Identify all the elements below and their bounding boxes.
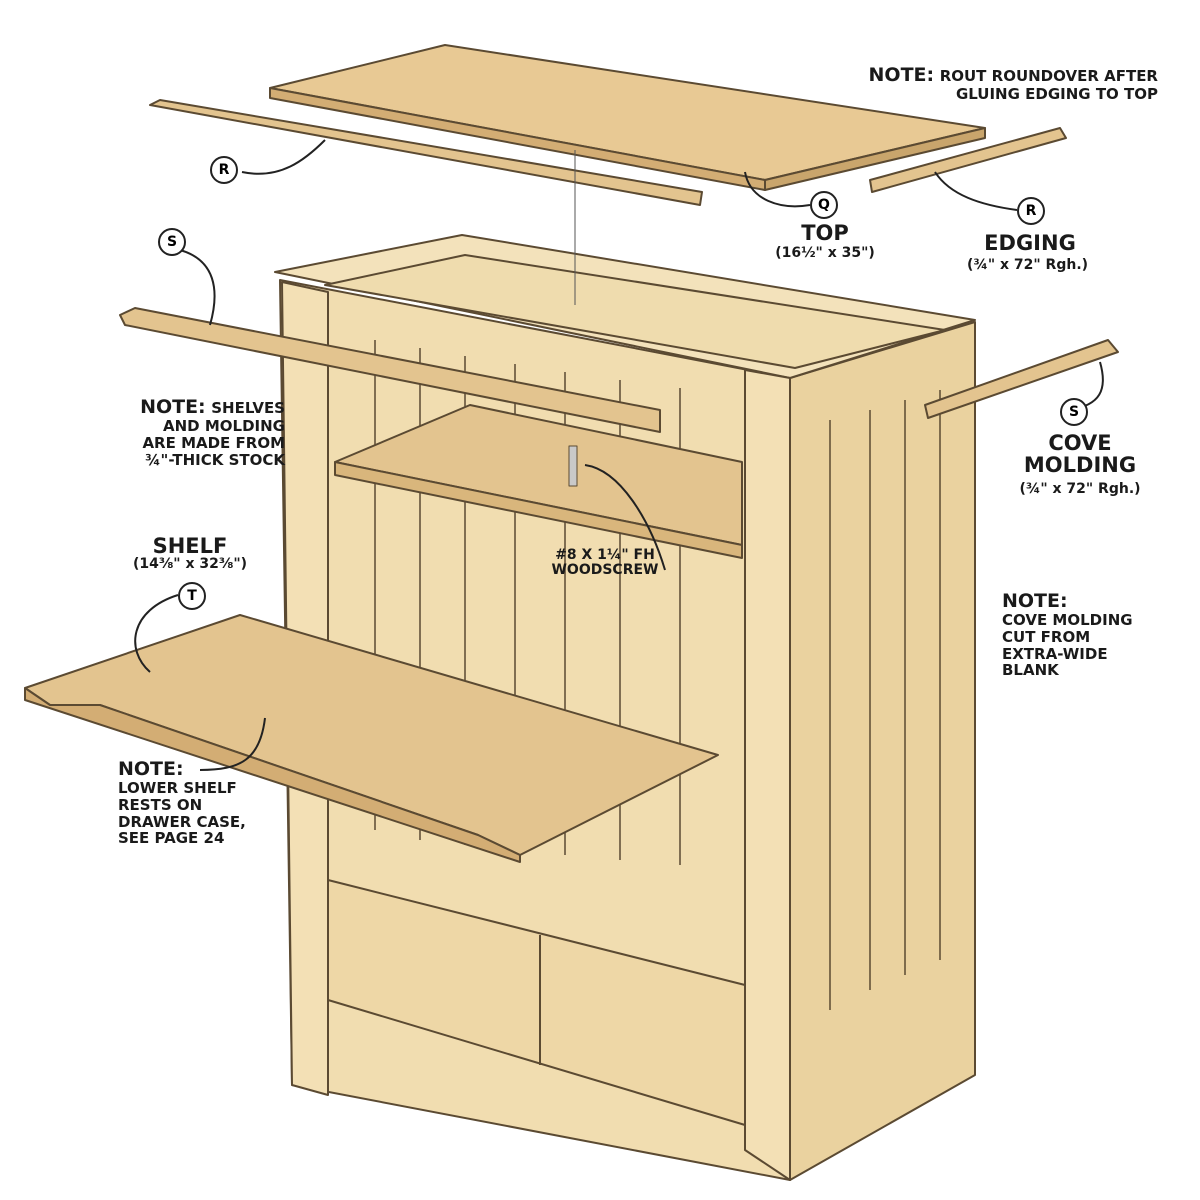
- cove-molding-right: [924, 339, 1119, 419]
- top-panel-edge-right: [764, 127, 986, 191]
- note-line: ¾"-THICK STOCK: [144, 450, 285, 469]
- cove-label: COVE MOLDING: [1010, 432, 1150, 476]
- part-letter-s-right: S: [1060, 398, 1088, 426]
- part-letter-t: T: [178, 582, 206, 610]
- lower-shelf-edge: [24, 687, 521, 863]
- screw-label-line: #8 x 1¼" Fh: [555, 547, 655, 563]
- part-letter-q: Q: [810, 191, 838, 219]
- cove-label-line: MOLDING: [1023, 453, 1137, 478]
- part-letter-r-left: R: [210, 156, 238, 184]
- shelf-label: SHELF: [152, 534, 228, 558]
- leader-arrows: [134, 139, 1104, 771]
- shelf-dims: (14⅜" x 32⅜"): [132, 556, 248, 573]
- cabinet-top-inner: [324, 254, 946, 369]
- note-head: NOTE:: [868, 64, 935, 86]
- note-line: EXTRA-WIDE: [1002, 644, 1108, 663]
- cabinet-side-face: [789, 321, 976, 1181]
- note-head: NOTE:: [140, 396, 206, 418]
- screw-label: #8 x 1¼" Fh WOODSCREW: [520, 548, 690, 577]
- lower-shelf-note: NOTE: LOWER SHELF RESTS ON DRAWER CASE, …: [118, 758, 246, 848]
- cove-dims: (¾" x 72" Rgh.): [1019, 481, 1141, 497]
- top-label: TOP: [801, 221, 849, 245]
- note-line: ARE MADE FROM: [142, 433, 285, 452]
- cove-note: NOTE: COVE MOLDING CUT FROM EXTRA-WIDE B…: [1002, 590, 1133, 680]
- cove-molding-left: [119, 307, 661, 433]
- note-line: GLUING EDGING TO TOP: [955, 84, 1158, 103]
- edging-right: [869, 127, 1067, 193]
- front-post: [744, 369, 791, 1181]
- part-letter-s-left: S: [158, 228, 186, 256]
- shelves-note: NOTE: SHELVES AND MOLDING ARE MADE FROM …: [100, 396, 285, 469]
- note-line: DRAWER CASE,: [118, 812, 246, 831]
- upper-shelf-edge: [334, 461, 743, 559]
- note-line: SEE PAGE 24: [118, 829, 225, 848]
- part-letter-r-right: R: [1017, 197, 1045, 225]
- note-line: LOWER SHELF: [118, 778, 237, 797]
- cove-label-line: COVE: [1048, 431, 1112, 455]
- drawer-case: [327, 879, 746, 1126]
- note-line: CUT FROM: [1002, 627, 1091, 646]
- shelf-label-group: SHELF (14⅜" x 32⅜"): [110, 535, 270, 572]
- edging-label: EDGING: [984, 231, 1076, 255]
- note-head: NOTE:: [118, 758, 184, 780]
- note-line: BLANK: [1002, 661, 1059, 680]
- top-dims: (16½" x 35"): [775, 245, 875, 261]
- note-line: AND MOLDING: [163, 416, 285, 435]
- woodscrew-icon: [568, 445, 578, 487]
- note-line: RESTS ON: [118, 795, 203, 814]
- note-line: SHELVES: [211, 399, 285, 417]
- note-line: ROUT ROUNDOVER AFTER: [939, 67, 1158, 85]
- edging-left: [149, 99, 703, 206]
- screw-label-line: WOODSCREW: [551, 561, 659, 578]
- note-head: NOTE:: [1002, 590, 1068, 612]
- top-note: NOTE: ROUT ROUNDOVER AFTER GLUING EDGING…: [838, 64, 1158, 103]
- note-line: COVE MOLDING: [1002, 610, 1133, 629]
- edging-dims: (¾" x 72" Rgh.): [966, 257, 1089, 273]
